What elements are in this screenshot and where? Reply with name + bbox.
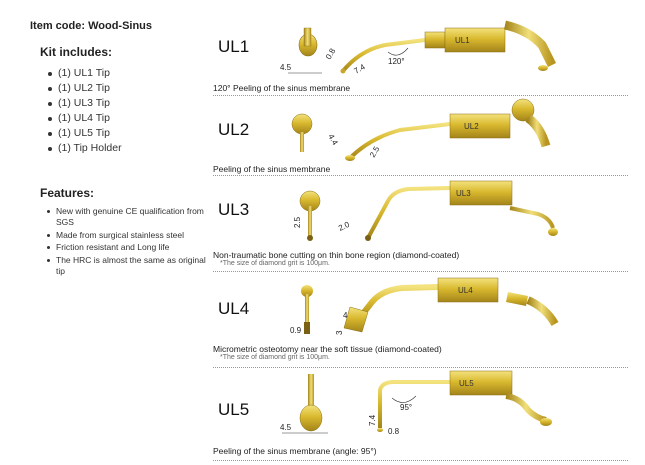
tip-row-ul3: UL3 2.5 UL3 2.0 Non-traumatic bone cutti… [210, 176, 630, 272]
tip-note: *The size of diamond grit is 100μm. [220, 354, 330, 361]
features-title: Features: [40, 186, 95, 200]
kit-list: (1) UL1 Tip (1) UL2 Tip (1) UL3 Tip (1) … [48, 66, 122, 156]
row-separator [213, 367, 628, 368]
tip-code: UL3 [218, 200, 250, 219]
svg-text:7.4: 7.4 [353, 62, 368, 76]
list-item: Made from surgical stainless steel [47, 230, 207, 241]
list-item: (1) UL2 Tip [48, 81, 122, 96]
list-item: (1) Tip Holder [48, 141, 122, 156]
row-separator [213, 460, 628, 461]
svg-text:4.5: 4.5 [280, 423, 292, 432]
svg-text:4.4: 4.4 [326, 133, 340, 148]
list-item: New with genuine CE qualification from S… [47, 206, 207, 228]
svg-text:0.8: 0.8 [324, 46, 338, 61]
tip-caption: Peeling of the sinus membrane (angle: 95… [213, 446, 377, 456]
kit-title: Kit includes: [40, 45, 113, 59]
tip-drawing-ul1: 4.5 UL1 0.8 7.4 120° [280, 20, 557, 76]
svg-text:UL5: UL5 [459, 379, 474, 388]
tip-code: UL1 [218, 37, 250, 56]
svg-text:4: 4 [343, 311, 348, 320]
tip-caption: Non-traumatic bone cutting on thin bone … [213, 250, 460, 260]
tip-drawing-ul2: UL2 4.4 2.5 [291, 98, 551, 161]
list-item: (1) UL1 Tip [48, 66, 122, 81]
tip-drawing-ul4: 0.9 UL4 4 3 [290, 277, 559, 335]
list-item: (1) UL5 Tip [48, 126, 122, 141]
svg-text:95°: 95° [400, 403, 412, 412]
left-panel: Item code: Wood-Sinus Kit includes: (1) … [0, 0, 210, 465]
list-item: (1) UL4 Tip [48, 111, 122, 126]
list-item: Friction resistant and Long life [47, 242, 207, 253]
svg-text:2.5: 2.5 [368, 144, 382, 159]
svg-text:UL1: UL1 [455, 36, 470, 45]
tip-caption: Micrometric osteotomy near the soft tiss… [213, 344, 442, 354]
tip-drawing-ul5: 4.5 UL5 95° 7.4 0.8 [280, 370, 552, 436]
tip-row-ul4: UL4 0.9 UL4 4 3 Micrometric osteotomy ne… [210, 272, 630, 368]
tip-row-ul5: UL5 4.5 UL5 95° 7.4 0.8 Peeling of the s… [210, 368, 630, 465]
tip-code: UL5 [218, 400, 250, 419]
tip-row-ul2: UL2 UL2 4.4 2.5 Peeling of the sinus mem… [210, 96, 630, 176]
svg-text:7.4: 7.4 [368, 414, 377, 426]
list-item: (1) UL3 Tip [48, 96, 122, 111]
svg-text:UL2: UL2 [464, 122, 479, 131]
tip-caption: Peeling of the sinus membrane [213, 164, 331, 174]
svg-text:0.8: 0.8 [388, 427, 400, 436]
svg-text:3: 3 [335, 330, 344, 335]
row-separator [213, 95, 628, 96]
tip-note: *The size of diamond grit is 100μm. [220, 260, 330, 267]
tip-caption: 120° Peeling of the sinus membrane [213, 83, 351, 93]
list-item: The HRC is almost the same as original t… [47, 255, 207, 277]
svg-text:UL3: UL3 [456, 189, 471, 198]
svg-text:2.0: 2.0 [337, 220, 351, 233]
item-code: Item code: Wood-Sinus [30, 20, 153, 32]
svg-text:0.9: 0.9 [290, 326, 302, 335]
row-separator [213, 271, 628, 272]
tip-code: UL4 [218, 299, 250, 318]
svg-text:120°: 120° [388, 57, 405, 66]
tip-row-ul1: UL1 4.5 UL1 0.8 7.4 120° 120° Peeling of… [210, 0, 630, 96]
svg-text:UL4: UL4 [458, 286, 473, 295]
svg-text:2.5: 2.5 [293, 216, 302, 228]
svg-text:4.5: 4.5 [280, 63, 292, 72]
tip-code: UL2 [218, 120, 250, 139]
tip-drawing-ul3: 2.5 UL3 2.0 [293, 180, 558, 241]
features-list: New with genuine CE qualification from S… [47, 206, 207, 278]
row-separator [213, 175, 628, 176]
